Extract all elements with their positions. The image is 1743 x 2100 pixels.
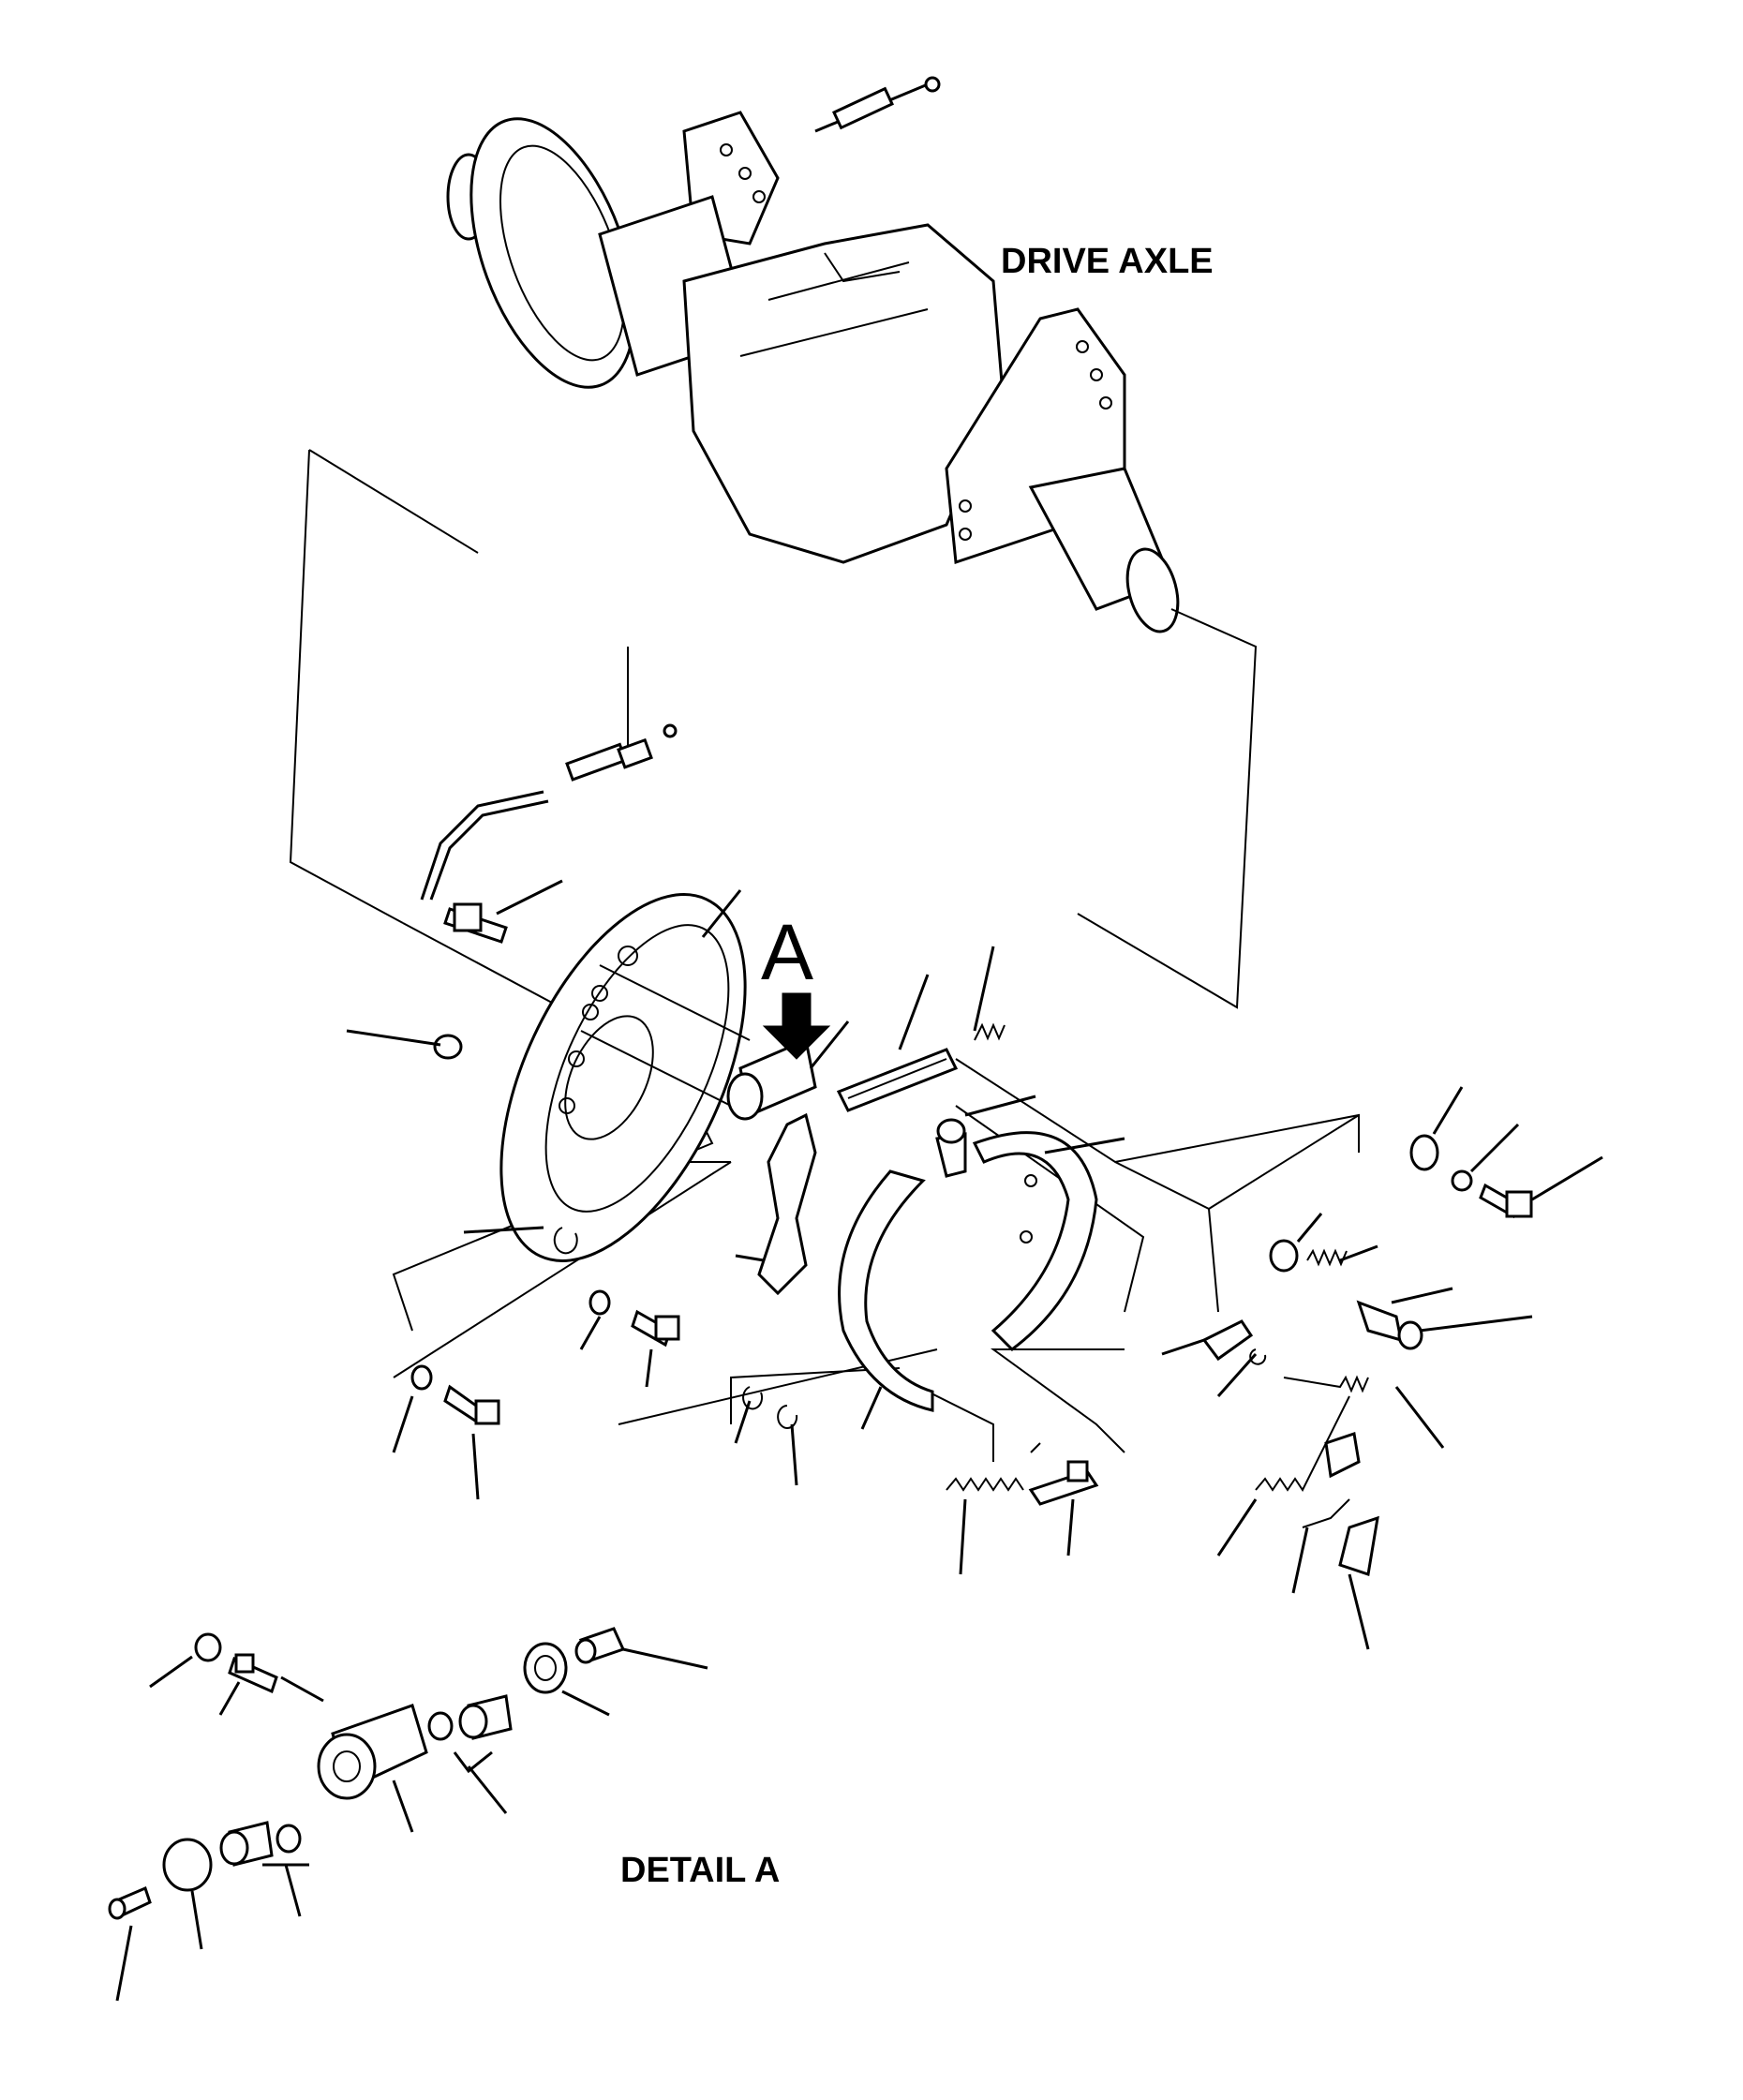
detail-a-parts: [108, 1627, 708, 2002]
detail-marker-a: A: [761, 908, 814, 996]
brake-assembly: [410, 723, 1533, 1576]
leader-lines: [346, 879, 1603, 1650]
drive-axle-title: DRIVE AXLE: [1001, 242, 1214, 281]
assembly-guide-lines: [289, 449, 1360, 1462]
detail-a-title: DETAIL A: [620, 1851, 781, 1890]
drive-axle-assembly: [446, 76, 1180, 633]
